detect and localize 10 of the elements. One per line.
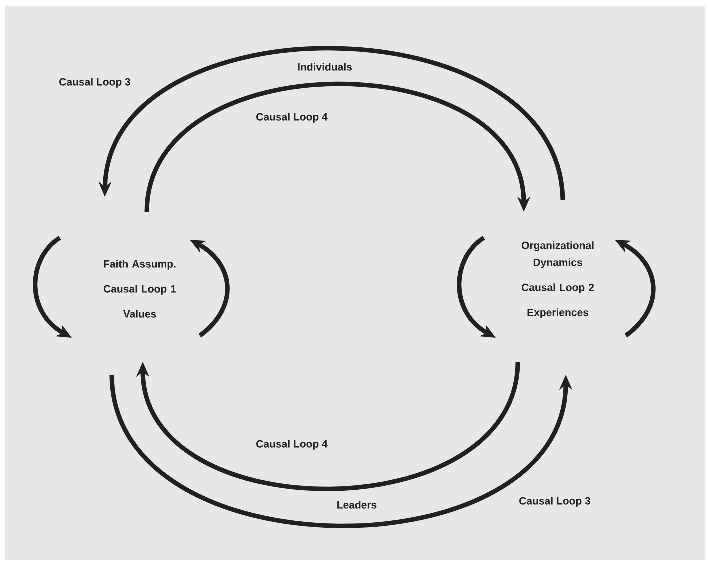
node-text: Organizational Dynamics Causal Loop 2 Experiences bbox=[522, 242, 594, 318]
loop-label: Individuals bbox=[298, 63, 352, 71]
curved-arrow bbox=[144, 82, 531, 212]
loop-label: Causal Loop 4 bbox=[256, 440, 328, 450]
node-text: Faith Assump. Causal Loop 1 Values bbox=[104, 260, 176, 318]
loop-label: Causal Loop 3 bbox=[520, 497, 590, 507]
curved-arrow bbox=[136, 362, 520, 492]
loop-label: Causal Loop 4 bbox=[256, 113, 328, 123]
loop-label: Causal Loop 3 bbox=[60, 78, 130, 88]
loop-label: Leaders bbox=[338, 501, 377, 509]
